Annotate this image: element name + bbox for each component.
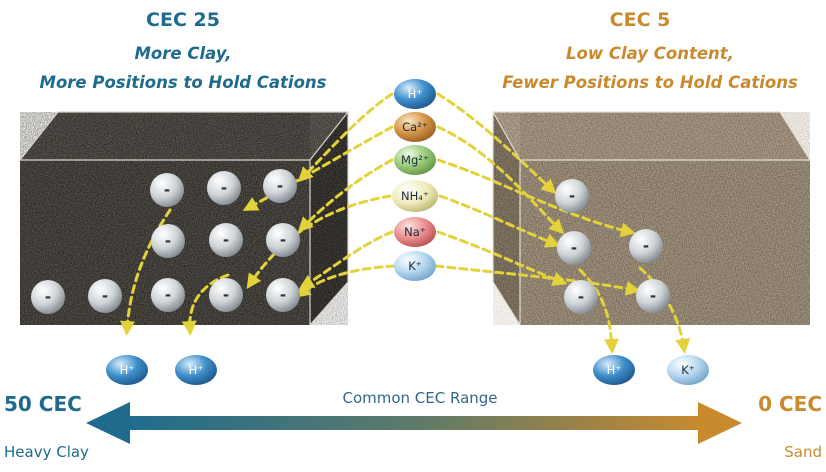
arrow-release-left-1 — [120, 208, 172, 336]
svg-text:H⁺: H⁺ — [120, 363, 135, 377]
sand-exchange-sites: - - - - - — [555, 179, 670, 314]
scale-left-arrowhead — [86, 402, 130, 444]
cation-ca: Ca²⁺ — [394, 112, 436, 142]
cation-column: H⁺ Ca²⁺ Mg²⁺ NH₄⁺ Na⁺ K⁺ — [392, 79, 438, 281]
cation-h: H⁺ — [394, 79, 436, 109]
arrow-mg-right — [436, 158, 636, 238]
svg-text:-: - — [223, 231, 229, 249]
arrow-ca-left — [242, 125, 394, 211]
scale-right-arrowhead — [698, 402, 742, 444]
cation-na: Na⁺ — [394, 217, 436, 247]
arrow-mg-left — [297, 158, 394, 233]
negative-site: - — [557, 231, 591, 265]
released-h-left-2: H⁺ — [175, 355, 217, 385]
arrow-k-left — [295, 264, 396, 298]
svg-text:-: - — [578, 288, 584, 306]
negative-site: - — [151, 278, 185, 312]
exchange-arrows — [120, 92, 691, 354]
arrow-nh4-right — [438, 194, 561, 248]
scale-right-value: 0 CEC — [758, 392, 822, 416]
arrow-release-right-2 — [638, 266, 691, 354]
svg-text:-: - — [45, 288, 51, 306]
scale-left-sub: Heavy Clay — [4, 443, 89, 461]
scale-right-sub: Sand — [784, 443, 822, 461]
negative-site: - — [150, 173, 184, 207]
svg-text:H⁺: H⁺ — [408, 87, 423, 101]
negative-site: - — [209, 278, 243, 312]
svg-text:-: - — [571, 239, 577, 257]
svg-text:Ca²⁺: Ca²⁺ — [402, 120, 428, 134]
svg-text:Na⁺: Na⁺ — [404, 225, 426, 239]
svg-text:-: - — [102, 287, 108, 305]
negative-site: - — [31, 280, 65, 314]
negative-site: - — [209, 223, 243, 257]
negative-site: - — [636, 279, 670, 313]
arrow-na-left — [298, 230, 394, 290]
scale-bar — [120, 416, 706, 430]
negative-site: - — [564, 280, 598, 314]
svg-text:H⁺: H⁺ — [189, 363, 204, 377]
svg-text:NH₄⁺: NH₄⁺ — [401, 189, 429, 203]
negative-site: - — [151, 224, 185, 258]
negative-site: - — [88, 279, 122, 313]
svg-text:-: - — [280, 286, 286, 304]
left-subtitle-line2: More Positions to Hold Cations — [40, 73, 327, 92]
svg-text:-: - — [643, 237, 649, 255]
svg-text:-: - — [165, 286, 171, 304]
arrow-release-right-1 — [578, 268, 620, 354]
svg-text:-: - — [650, 287, 656, 305]
svg-text:-: - — [569, 187, 575, 205]
svg-text:-: - — [221, 179, 227, 197]
arrow-h-right — [436, 92, 557, 195]
right-title: CEC 5 — [610, 9, 671, 31]
cation-k: K⁺ — [394, 251, 436, 281]
left-subtitle-line1: More Clay, — [135, 44, 232, 63]
svg-text:-: - — [164, 181, 170, 199]
right-subtitle-line2: Fewer Positions to Hold Cations — [502, 73, 798, 92]
scale-left-value: 50 CEC — [4, 392, 82, 416]
cation-mg: Mg²⁺ — [394, 145, 436, 175]
negative-site: - — [263, 169, 297, 203]
released-h-right: H⁺ — [593, 355, 635, 385]
released-ions: H⁺ H⁺ H⁺ K⁺ — [106, 355, 709, 385]
arrow-release-left-2 — [181, 273, 230, 336]
right-subtitle-line1: Low Clay Content, — [566, 44, 734, 63]
negative-site: - — [555, 179, 589, 213]
cec-scale: Common CEC Range 50 CEC Heavy Clay 0 CEC… — [4, 389, 822, 461]
svg-text:H⁺: H⁺ — [607, 363, 622, 377]
svg-text:K⁺: K⁺ — [681, 363, 695, 377]
negative-site: - — [266, 278, 300, 312]
negative-site: - — [266, 223, 300, 257]
left-title: CEC 25 — [146, 9, 220, 31]
arrow-k-right — [434, 264, 641, 296]
svg-text:-: - — [165, 232, 171, 250]
svg-text:-: - — [223, 286, 229, 304]
released-h-left-1: H⁺ — [106, 355, 148, 385]
arrow-ca-right — [436, 125, 565, 235]
scale-range-label: Common CEC Range — [342, 389, 497, 407]
arrow-h-left — [297, 92, 394, 183]
svg-text:K⁺: K⁺ — [408, 259, 422, 273]
svg-text:Mg²⁺: Mg²⁺ — [401, 153, 429, 167]
arrow-nh4-left — [246, 194, 392, 289]
cation-nh4: NH₄⁺ — [392, 180, 438, 212]
released-k-right: K⁺ — [667, 355, 709, 385]
negative-site: - — [207, 171, 241, 205]
clay-exchange-sites: - - - - - - - - - - - — [31, 169, 300, 314]
svg-text:-: - — [280, 231, 286, 249]
negative-site: - — [629, 229, 663, 263]
svg-text:-: - — [277, 177, 283, 195]
